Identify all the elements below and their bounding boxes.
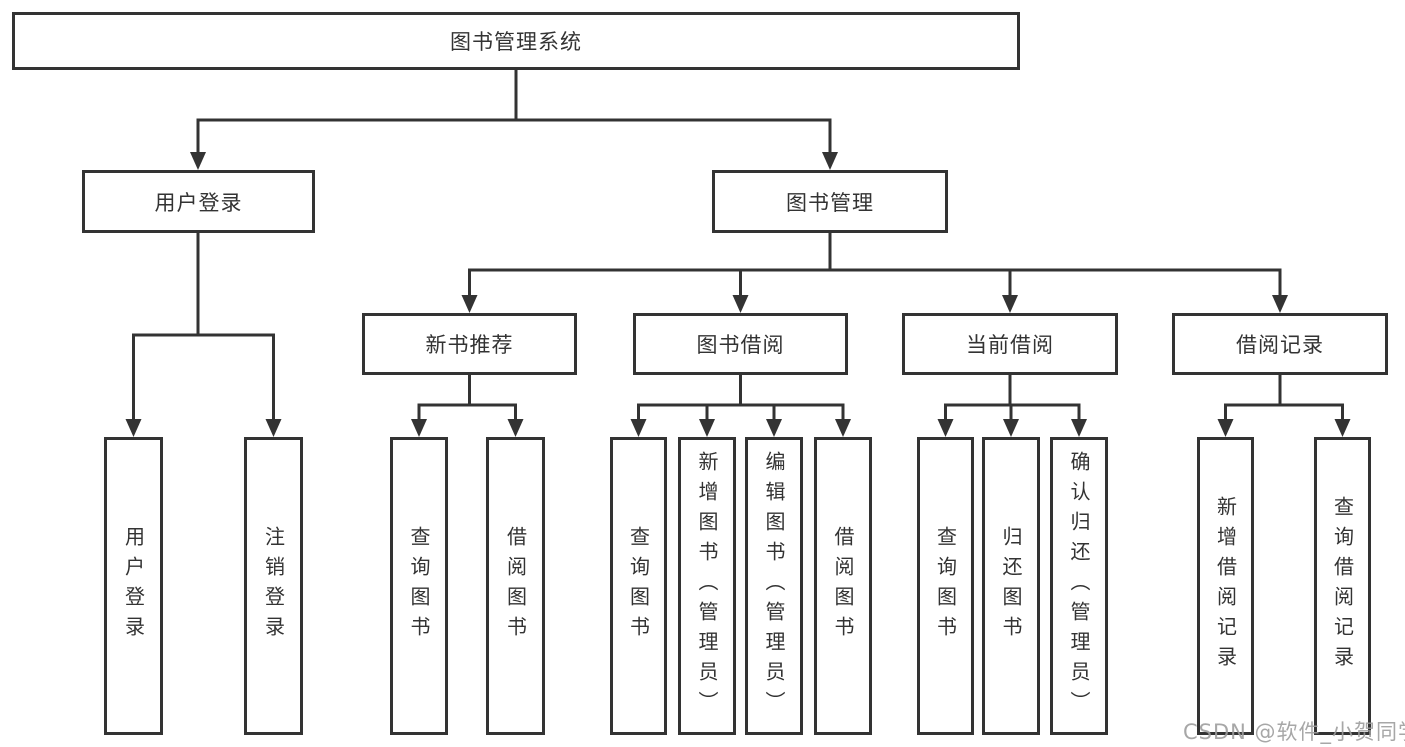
node-label: 查询图书 <box>407 526 431 646</box>
arrowhead-icon <box>1334 419 1351 437</box>
node-label: 编辑图书（管理员） <box>762 451 786 721</box>
node-borrowing-records: 借阅记录 <box>1172 313 1388 375</box>
arrowhead-icon <box>1272 295 1288 313</box>
node-query-books-borrow: 查询图书 <box>610 437 667 735</box>
node-label: 借阅记录 <box>1236 333 1324 357</box>
node-user-login: 用户登录 <box>82 170 315 233</box>
arrowhead-icon <box>732 295 749 313</box>
node-label: 当前借阅 <box>966 333 1054 357</box>
node-label: 新书推荐 <box>425 333 514 357</box>
node-label: 用户登录 <box>121 526 146 646</box>
arrowhead-icon <box>1071 419 1087 437</box>
node-query-books-recommend: 查询图书 <box>390 437 448 735</box>
node-query-borrow-record: 查询借阅记录 <box>1314 437 1371 735</box>
node-query-books-current: 查询图书 <box>917 437 974 735</box>
node-label: 图书管理系统 <box>450 30 582 54</box>
node-label: 图书借阅 <box>696 333 785 357</box>
arrowhead-icon <box>125 419 142 437</box>
arrowhead-icon <box>461 295 478 313</box>
node-label: 借阅图书 <box>503 526 528 646</box>
csdn-watermark: CSDN @软件_小贺同学 <box>1183 720 1405 744</box>
node-edit-books-admin: 编辑图书（管理员） <box>745 437 803 735</box>
node-label: 查询图书 <box>626 526 651 646</box>
node-book-borrowing: 图书借阅 <box>633 313 848 375</box>
arrowhead-icon <box>630 419 647 437</box>
node-label: 确认归还（管理员） <box>1067 451 1091 721</box>
node-add-books-admin: 新增图书（管理员） <box>678 437 736 735</box>
node-borrow-books-action: 借阅图书 <box>814 437 872 735</box>
node-confirm-return-admin: 确认归还（管理员） <box>1050 437 1108 735</box>
arrowhead-icon <box>411 419 427 437</box>
node-label: 新增图书（管理员） <box>695 451 719 721</box>
arrowhead-icon <box>822 152 838 170</box>
arrowhead-icon <box>1002 295 1018 313</box>
arrowhead-icon <box>190 152 206 170</box>
node-current-borrowing: 当前借阅 <box>902 313 1118 375</box>
arrowhead-icon <box>265 419 282 437</box>
node-label: 借阅图书 <box>831 526 855 646</box>
arrowhead-icon <box>1003 419 1019 437</box>
node-label: 查询借阅记录 <box>1330 496 1355 676</box>
arrowhead-icon <box>699 419 715 437</box>
node-label: 新增借阅记录 <box>1213 496 1238 676</box>
arrowhead-icon <box>937 419 954 437</box>
arrowhead-icon <box>766 419 782 437</box>
node-logout-action: 注销登录 <box>244 437 303 735</box>
node-label: 归还图书 <box>999 526 1023 646</box>
node-new-book-recommend: 新书推荐 <box>362 313 577 375</box>
node-label: 图书管理 <box>786 190 874 215</box>
arrowhead-icon <box>1217 419 1234 437</box>
node-label: 用户登录 <box>154 190 243 215</box>
node-return-books: 归还图书 <box>982 437 1040 735</box>
node-user-login-action: 用户登录 <box>104 437 163 735</box>
arrowhead-icon <box>835 419 851 437</box>
node-borrow-books-recommend: 借阅图书 <box>486 437 545 735</box>
arrowhead-icon <box>507 419 524 437</box>
node-book-management: 图书管理 <box>712 170 948 233</box>
node-label: 注销登录 <box>261 526 286 646</box>
node-label: 查询图书 <box>933 526 958 646</box>
node-library-management-system: 图书管理系统 <box>12 12 1020 70</box>
node-add-borrow-record: 新增借阅记录 <box>1197 437 1254 735</box>
